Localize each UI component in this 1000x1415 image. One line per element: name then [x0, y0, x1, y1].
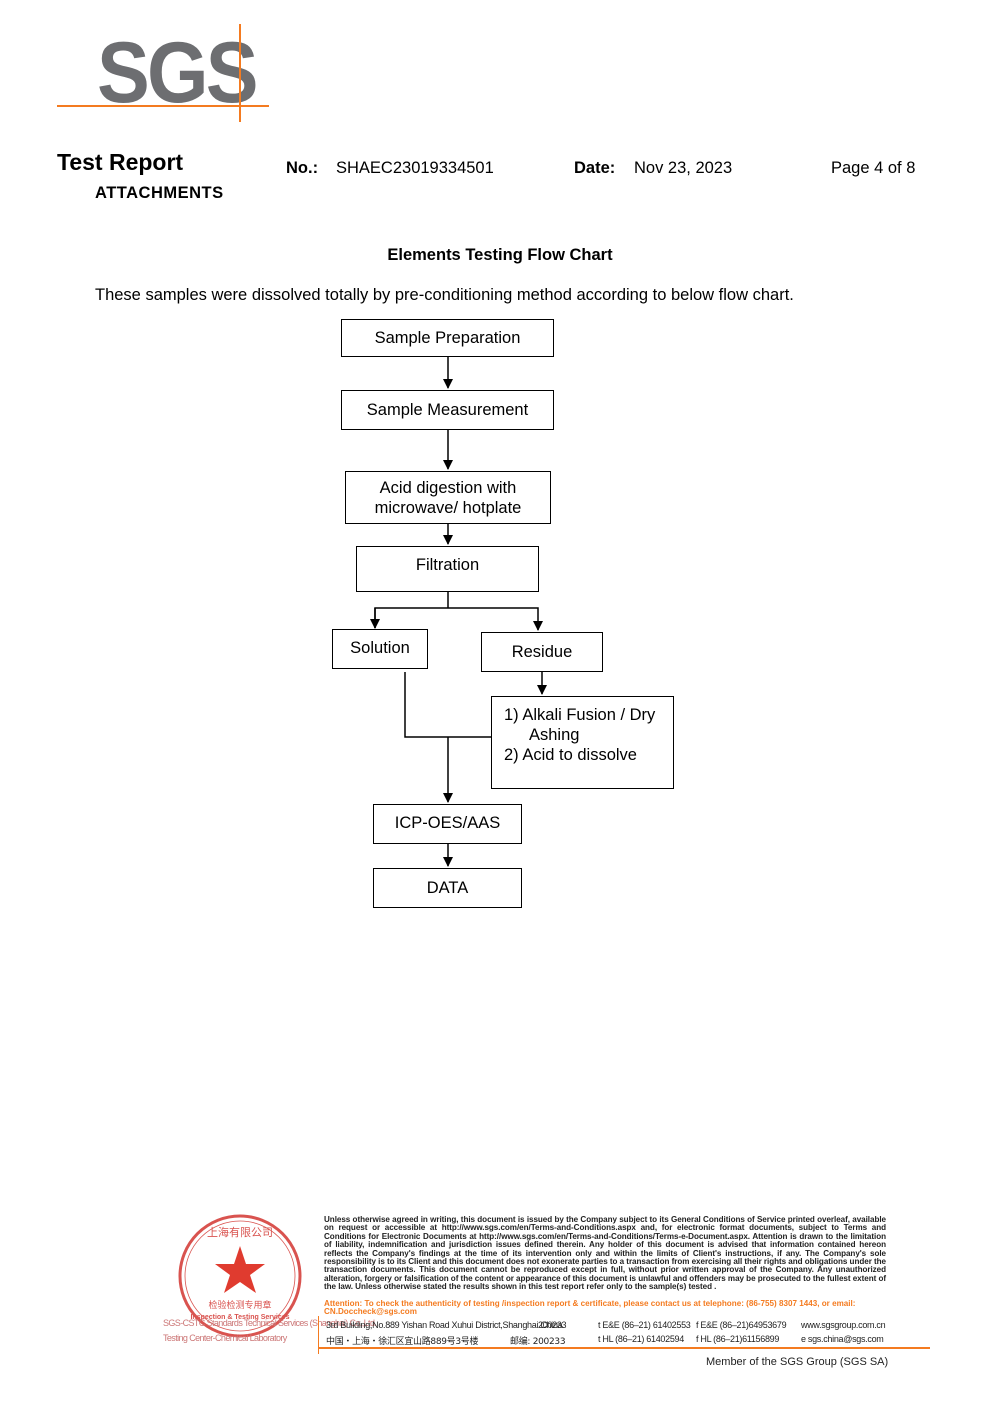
fax-ee: f E&E (86–21)64953679 — [696, 1320, 787, 1330]
disclaimer-text: Unless otherwise agreed in writing, this… — [324, 1215, 886, 1292]
website-link[interactable]: www.sgsgroup.com.cn — [801, 1320, 886, 1330]
sgs-logo: SGS — [97, 25, 259, 121]
footer-divider-vertical — [318, 1316, 319, 1354]
residue-label: Residue — [511, 643, 573, 661]
residue-box: Residue — [481, 632, 603, 672]
address-en: 3rd Building,No.889 Yishan Road Xuhui Di… — [326, 1320, 563, 1330]
page-number: Page 4 of 8 — [831, 159, 916, 177]
icp-oes-aas-box: ICP-OES/AAS — [373, 804, 522, 844]
zip-cn: 邮编: 200233 — [510, 1337, 566, 1347]
stamp-side-text: SGS-CSTC Standards Technical Services (S… — [163, 1318, 377, 1328]
alkali-fusion-line2: Ashing — [529, 726, 580, 744]
phone-hl: t HL (86–21) 61402594 — [598, 1334, 684, 1344]
flow-connectors — [370, 357, 547, 867]
stamp-side-text-2: Testing Center-Chemical Laboratory — [163, 1333, 287, 1343]
data-box: DATA — [373, 868, 522, 908]
acid-digestion-line2: microwave/ hotplate — [374, 498, 522, 517]
footer-divider-horizontal — [318, 1347, 930, 1349]
date-label: Date: — [574, 159, 616, 177]
official-seal: 上海有限公司 检验检测专用章 Inspection & Testing Serv… — [178, 1214, 302, 1338]
solution-box: Solution — [332, 629, 428, 669]
acid-digestion-box: Acid digestion with microwave/ hotplate — [345, 471, 551, 524]
member-text: Member of the SGS Group (SGS SA) — [706, 1356, 889, 1368]
sample-preparation-box: Sample Preparation — [341, 319, 554, 357]
data-label: DATA — [426, 879, 469, 897]
filtration-label: Filtration — [415, 556, 480, 574]
svg-text:Inspection & Testing Services: Inspection & Testing Services — [190, 1314, 289, 1321]
sample-preparation-label: Sample Preparation — [374, 329, 521, 347]
address-cn: 中国・上海・徐汇区宜山路889号3号楼 — [326, 1337, 479, 1347]
logo-vertical-line — [239, 24, 241, 122]
zip-en: 200233 — [538, 1320, 567, 1330]
report-no-label: No.: — [286, 159, 319, 177]
fax-hl: f HL (86–21)61156899 — [696, 1334, 780, 1344]
report-subtitle: ATTACHMENTS — [95, 184, 224, 202]
phone-ee: t E&E (86–21) 61402553 — [598, 1320, 691, 1330]
filtration-box: Filtration — [356, 546, 539, 592]
report-no-value: SHAEC23019334501 — [336, 159, 494, 177]
sample-measurement-label: Sample Measurement — [366, 401, 529, 419]
date-value: Nov 23, 2023 — [634, 159, 733, 177]
intro-text: These samples were dissolved totally by … — [95, 286, 794, 304]
email-link[interactable]: e sgs.china@sgs.com — [801, 1334, 884, 1344]
icp-oes-aas-label: ICP-OES/AAS — [394, 814, 501, 832]
alkali-fusion-box: 1) Alkali Fusion / Dry Ashing 2) Acid to… — [491, 696, 674, 789]
alkali-fusion-line3: 2) Acid to dissolve — [504, 746, 637, 764]
acid-digestion-line1: Acid digestion with — [379, 478, 517, 497]
logo-underline — [57, 105, 269, 107]
solution-label: Solution — [350, 639, 410, 657]
svg-text:上海有限公司: 上海有限公司 — [207, 1225, 273, 1239]
sample-measurement-box: Sample Measurement — [341, 390, 554, 430]
authenticity-notice: Attention: To check the authenticity of … — [324, 1299, 856, 1317]
alkali-fusion-line1: 1) Alkali Fusion / Dry — [504, 706, 656, 724]
svg-text:检验检测专用章: 检验检测专用章 — [208, 1299, 271, 1311]
report-title: Test Report — [57, 149, 184, 175]
flow-chart-title: Elements Testing Flow Chart — [387, 246, 613, 264]
